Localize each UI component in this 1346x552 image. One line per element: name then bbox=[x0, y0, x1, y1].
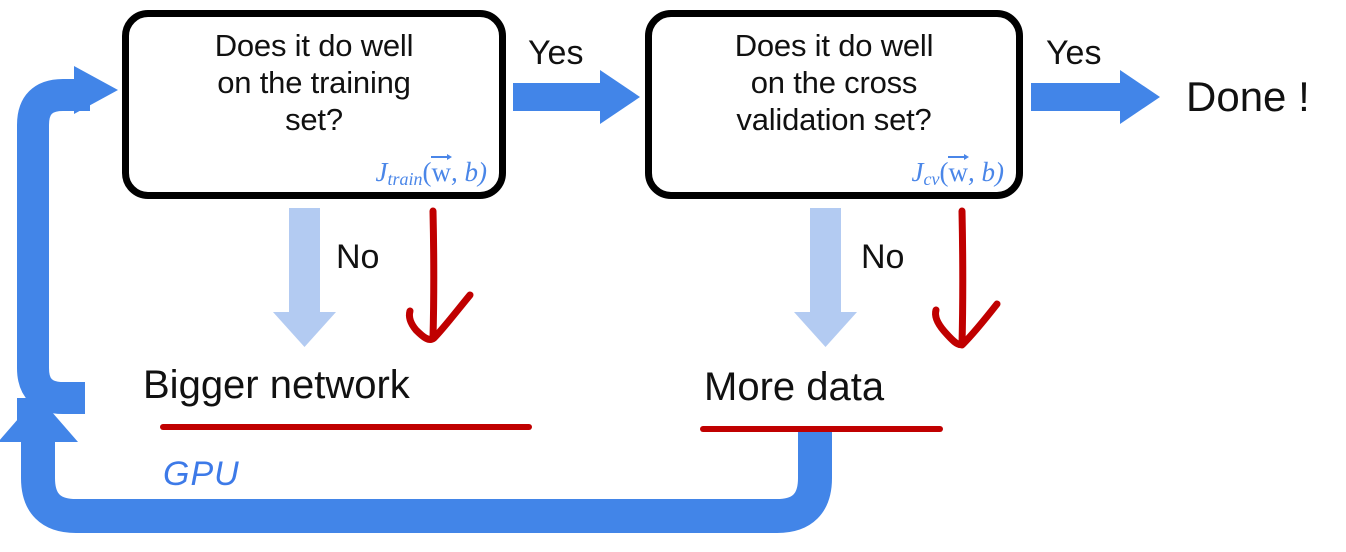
formula-j-cv-paren-open: ( bbox=[939, 157, 949, 188]
label-yes-training: Yes bbox=[528, 34, 584, 72]
formula-j-train-args: , b) bbox=[451, 157, 487, 188]
annotation-gpu: GPU bbox=[163, 455, 240, 493]
formula-j-cv-subscript: cv bbox=[923, 169, 940, 189]
no-arrow-2 bbox=[794, 208, 857, 347]
red-underline-bigger-network bbox=[160, 424, 532, 430]
loop-outer-arrow bbox=[0, 396, 832, 533]
red-annotation-arrow-1 bbox=[405, 207, 474, 343]
formula-j-cv-vector-w: w bbox=[947, 154, 969, 188]
yes-arrow-1 bbox=[513, 70, 640, 124]
decision-box-cross-validation-set-text: Does it do well on the cross validation … bbox=[734, 28, 934, 137]
formula-j-cv-symbol: J bbox=[911, 157, 924, 188]
red-underline-more-data bbox=[700, 426, 943, 432]
label-no-training: No bbox=[336, 238, 380, 276]
formula-j-cv-args: , b) bbox=[968, 157, 1004, 188]
no-arrow-1 bbox=[273, 208, 336, 347]
decision-box-training-set[interactable]: Does it do well on the training set? Jtr… bbox=[122, 10, 506, 199]
decision-box-cross-validation-set[interactable]: Does it do well on the cross validation … bbox=[645, 10, 1023, 199]
label-done: Done ! bbox=[1186, 73, 1310, 120]
label-yes-cross-validation: Yes bbox=[1046, 34, 1102, 72]
yes-arrow-2 bbox=[1031, 70, 1160, 124]
label-more-data: More data bbox=[704, 365, 885, 409]
formula-j-train: Jtrain(w, b) bbox=[375, 154, 487, 190]
formula-j-cv: Jcv(w, b) bbox=[911, 154, 1004, 190]
label-no-cross-validation: No bbox=[861, 238, 905, 276]
formula-j-train-subscript: train bbox=[387, 169, 423, 189]
formula-j-train-paren-open: ( bbox=[422, 157, 432, 188]
formula-j-train-symbol: J bbox=[375, 157, 388, 188]
formula-j-train-vector-w: w bbox=[430, 154, 452, 188]
decision-box-training-set-text: Does it do well on the training set? bbox=[214, 28, 414, 137]
red-annotation-arrow-2 bbox=[932, 207, 1001, 349]
label-bigger-network: Bigger network bbox=[143, 363, 410, 407]
